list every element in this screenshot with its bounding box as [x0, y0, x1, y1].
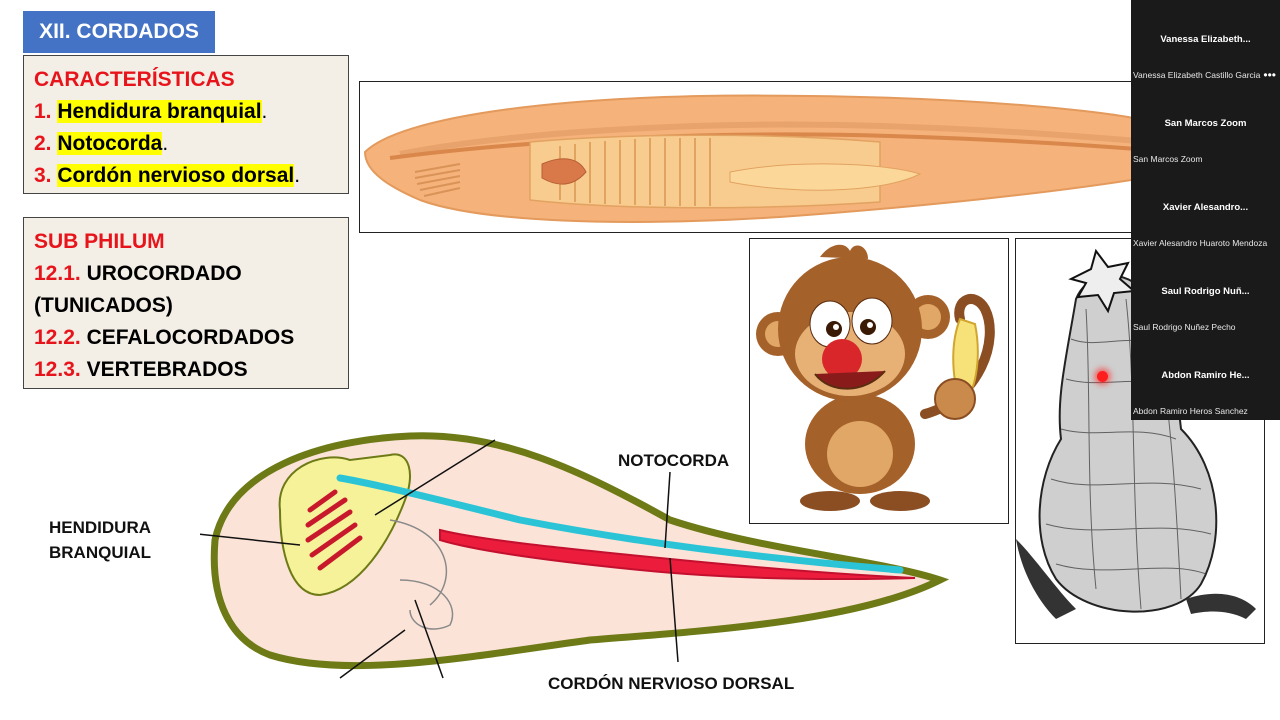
participant-full-name: Abdon Ramiro Heros Sanchez [1133, 406, 1248, 416]
item-number: 2. [34, 132, 52, 155]
item-text: CEFALOCORDADOS [86, 326, 295, 349]
participant-full-name: Saul Rodrigo Nuñez Pecho [1133, 322, 1236, 332]
item-number: 12.3. [34, 358, 81, 381]
notochord [336, 474, 904, 574]
item-number: 12.2. [34, 326, 81, 349]
pharynx [278, 453, 411, 597]
chordate-body-diagram [200, 432, 950, 679]
characteristic-item: 3. Cordón nervioso dorsal. [34, 160, 338, 192]
gill-slit-label: HENDIDURA BRANQUIAL [45, 515, 155, 565]
item-number: 3. [34, 164, 52, 187]
notochord-label: NOTOCORDA [618, 451, 730, 470]
monkey-drawing [756, 244, 995, 511]
subphylum-box: SUB PHILUM 12.1. UROCORDADO (TUNICADOS) … [23, 217, 349, 389]
gill-label-line2: BRANQUIAL [49, 543, 151, 562]
participant-tile[interactable]: San Marcos Zoom San Marcos Zoom [1131, 84, 1280, 168]
item-text: VERTEBRADOS [86, 358, 248, 381]
gill-slits [305, 489, 363, 571]
participant-tile[interactable]: Saul Rodrigo Nuñ... Saul Rodrigo Nuñez P… [1131, 252, 1280, 336]
participant-short-name: San Marcos Zoom [1164, 118, 1247, 129]
participant-full-name: San Marcos Zoom [1133, 154, 1203, 164]
participant-tile[interactable]: Abdon Ramiro He... Abdon Ramiro Heros Sa… [1131, 336, 1280, 420]
item-end: . [162, 132, 169, 155]
item-text: Hendidura branquial [57, 100, 262, 123]
subphylum-item: 12.3. VERTEBRADOS [34, 354, 338, 386]
tunicate-drawing [1016, 248, 1256, 619]
participant-short-name: Vanessa Elizabeth... [1160, 34, 1251, 45]
characteristics-heading: CARACTERÍSTICAS [34, 68, 235, 91]
participant-tile[interactable]: Xavier Alesandro... Xavier Alesandro Hua… [1131, 168, 1280, 252]
participant-full-name: Xavier Alesandro Huaroto Mendoza [1133, 238, 1268, 248]
monkey-cartoon-image [749, 238, 1009, 524]
participant-tile[interactable]: Vanessa Elizabeth... Vanessa Elizabeth C… [1131, 0, 1280, 84]
characteristics-box: CARACTERÍSTICAS 1. Hendidura branquial. … [23, 55, 349, 194]
item-number: 1. [34, 100, 52, 123]
item-text: Cordón nervioso dorsal [57, 164, 295, 187]
slide-title: XII. CORDADOS [23, 11, 215, 53]
participant-short-name: Saul Rodrigo Nuñ... [1161, 286, 1250, 297]
participant-short-name: Xavier Alesandro... [1162, 202, 1249, 213]
item-number: 12.1. [34, 262, 81, 285]
item-text: Notocorda [57, 132, 163, 155]
characteristic-item: 1. Hendidura branquial. [34, 96, 338, 128]
nerve-cord-label: CORDÓN NERVIOSO DORSAL [548, 674, 795, 693]
participant-short-name: Abdon Ramiro He... [1161, 370, 1250, 381]
lancelet-illustration [359, 81, 1149, 233]
participant-panel[interactable]: Vanessa Elizabeth... Vanessa Elizabeth C… [1131, 0, 1280, 420]
characteristic-item: 2. Notocorda. [34, 128, 338, 160]
more-options-icon[interactable]: ••• [1263, 68, 1276, 82]
dorsal-nerve-cord [439, 528, 916, 581]
gill-label-line1: HENDIDURA [49, 518, 151, 537]
participant-full-name: Vanessa Elizabeth Castillo Garcia [1133, 70, 1261, 80]
subphylum-heading: SUB PHILUM [34, 230, 165, 253]
item-end: . [261, 100, 268, 123]
subphylum-item: 12.2. CEFALOCORDADOS [34, 322, 338, 354]
subphylum-item: 12.1. UROCORDADO [34, 258, 338, 290]
subphylum-item: (TUNICADOS) [34, 290, 338, 322]
item-end: . [294, 164, 301, 187]
laser-pointer-icon [1097, 371, 1108, 382]
item-text: (TUNICADOS) [34, 294, 173, 317]
lancelet-drawing [363, 94, 1148, 223]
item-text: UROCORDADO [86, 262, 242, 285]
